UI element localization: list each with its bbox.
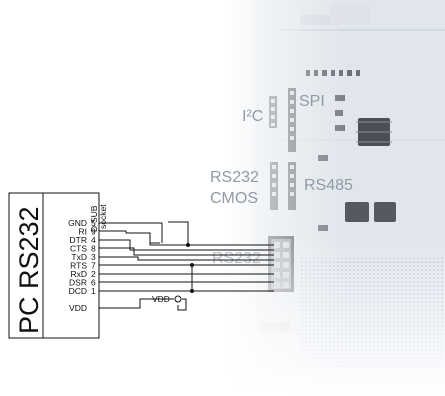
- pin-number: 3: [91, 252, 96, 262]
- vdd-terminal-circle: [174, 295, 182, 303]
- pin-name: DTR: [70, 235, 87, 245]
- pin-name: DSR: [69, 278, 87, 288]
- socket-label-dsub: D-SUB: [89, 205, 99, 232]
- junctions: [186, 243, 194, 293]
- label-spi: SPI: [299, 93, 325, 110]
- rs232-connector-pins: [274, 242, 289, 288]
- label-rs485: RS485: [304, 177, 353, 194]
- pin-name: RTS: [70, 261, 87, 271]
- pin-name: TxD: [71, 252, 87, 262]
- junction-dot: [190, 263, 194, 267]
- pc-rs232-title: PC RS232: [14, 206, 44, 334]
- vdd-label: VDD: [152, 294, 170, 304]
- label-rs232-connector: RS232: [212, 250, 261, 267]
- wiring: [99, 221, 274, 311]
- board-background: [225, 0, 445, 396]
- pin-name: RxD: [70, 269, 87, 279]
- pin-name: CTS: [70, 244, 87, 254]
- label-cmos: CMOS: [210, 190, 258, 207]
- wire-dtr: [99, 239, 274, 251]
- wire-txd: [99, 256, 274, 261]
- label-rs232: RS232: [210, 169, 259, 186]
- pin-number: 7: [91, 261, 96, 271]
- pin-number: 4: [91, 235, 96, 245]
- pin-name: DCD: [69, 286, 87, 296]
- pin-list: GND 5 RI 9 DTR 4 CTS 8 TxD 3 RTS 7 RxD 2…: [68, 218, 96, 313]
- label-i2c: I²C: [242, 108, 263, 125]
- vdd-terminal: VDD: [152, 294, 182, 304]
- junction-dot: [190, 289, 194, 293]
- pin-number: 6: [91, 278, 96, 288]
- pin-number: 9: [91, 227, 96, 237]
- wire-gnd-loop: [168, 221, 189, 243]
- pin-name: GND: [68, 218, 87, 228]
- wire-cts: [99, 247, 274, 256]
- pin-name: RI: [79, 227, 88, 237]
- wire-ri: [99, 230, 274, 246]
- pin-name: VDD: [69, 303, 87, 313]
- pin-number: 1: [91, 286, 96, 296]
- socket-label-socket: socket: [98, 204, 108, 229]
- pin-number: 5: [91, 218, 96, 228]
- wire-vdd: [99, 298, 174, 309]
- pin-number: 8: [91, 244, 96, 254]
- junction-dot: [186, 243, 190, 247]
- pin-number: 2: [91, 269, 96, 279]
- wire-gnd: [99, 222, 163, 243]
